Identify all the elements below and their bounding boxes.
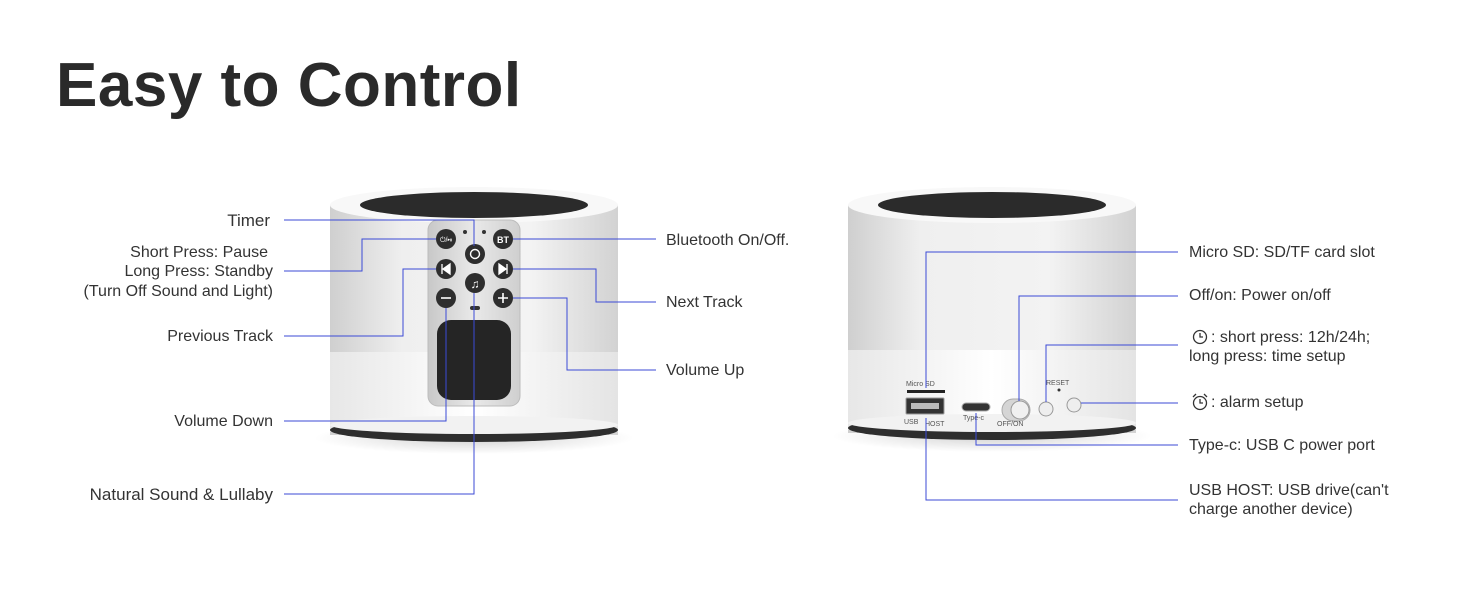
previous-track-button[interactable] xyxy=(436,259,456,279)
leader-lines-left xyxy=(284,219,656,495)
alarm-button[interactable] xyxy=(1066,397,1082,413)
label-turn-off: (Turn Off Sound and Light) xyxy=(83,283,273,300)
pause-standby-button[interactable]: ⏻/⏯ xyxy=(436,229,456,249)
label-bluetooth: Bluetooth On/Off. xyxy=(666,232,790,249)
label-volume-up: Volume Up xyxy=(666,362,745,379)
label-usb-host-line1: USB HOST: USB drive(can't xyxy=(1189,482,1389,499)
label-alarm: : alarm setup xyxy=(1211,394,1304,411)
label-next-track: Next Track xyxy=(666,294,743,311)
label-short-press: Short Press: Pause xyxy=(130,244,268,261)
speaker-grille xyxy=(878,192,1106,218)
label-type-c: Type-c: USB C power port xyxy=(1189,437,1375,454)
label-natural-sound: Natural Sound & Lullaby xyxy=(89,485,273,504)
bluetooth-button[interactable]: BT xyxy=(493,229,513,249)
label-volume-down: Volume Down xyxy=(174,413,273,430)
natural-sound-button[interactable]: ♫ xyxy=(465,273,485,293)
microphone-slot xyxy=(470,306,480,310)
reset-marking: RESET xyxy=(1046,380,1070,387)
host-marking: HOST xyxy=(925,421,945,428)
label-usb-host-line2: charge another device) xyxy=(1189,501,1353,518)
speaker-grille xyxy=(360,192,588,218)
volume-up-button[interactable] xyxy=(493,288,513,308)
indicator-led xyxy=(463,230,467,234)
bt-button-label: BT xyxy=(497,235,509,245)
indicator-led xyxy=(482,230,486,234)
micro-sd-marking: Micro SD xyxy=(906,381,935,388)
usb-marking: USB xyxy=(904,419,919,426)
label-long-press: Long Press: Standby xyxy=(124,263,273,280)
micro-sd-slot[interactable] xyxy=(907,390,945,393)
label-off-on: Off/on: Power on/off xyxy=(1189,287,1331,304)
label-clock-line2: long press: time setup xyxy=(1189,348,1346,365)
clock-icon xyxy=(1192,329,1208,345)
page-title: Easy to Control xyxy=(56,51,522,120)
next-track-button[interactable] xyxy=(493,259,513,279)
volume-down-button[interactable] xyxy=(436,288,456,308)
label-clock-line1: : short press: 12h/24h; xyxy=(1211,329,1371,346)
label-timer: Timer xyxy=(227,211,270,230)
reset-hole[interactable] xyxy=(1057,388,1061,392)
svg-text:♫: ♫ xyxy=(471,277,480,291)
clock-button[interactable] xyxy=(1038,401,1054,417)
power-switch[interactable] xyxy=(1010,400,1030,420)
leader-lines-right xyxy=(925,251,1178,501)
alarm-clock-icon xyxy=(1192,393,1208,411)
label-previous-track: Previous Track xyxy=(167,328,273,345)
label-micro-sd: Micro SD: SD/TF card slot xyxy=(1189,244,1375,261)
speaker-back-view: Micro SD USB HOST Type-c OFF/ON RESET xyxy=(832,187,1152,452)
svg-text:⏻/⏯: ⏻/⏯ xyxy=(440,236,452,244)
off-on-marking: OFF/ON xyxy=(997,421,1023,428)
type-c-port[interactable] xyxy=(961,402,991,412)
type-c-marking: Type-c xyxy=(963,415,985,422)
timer-button[interactable] xyxy=(465,244,485,264)
